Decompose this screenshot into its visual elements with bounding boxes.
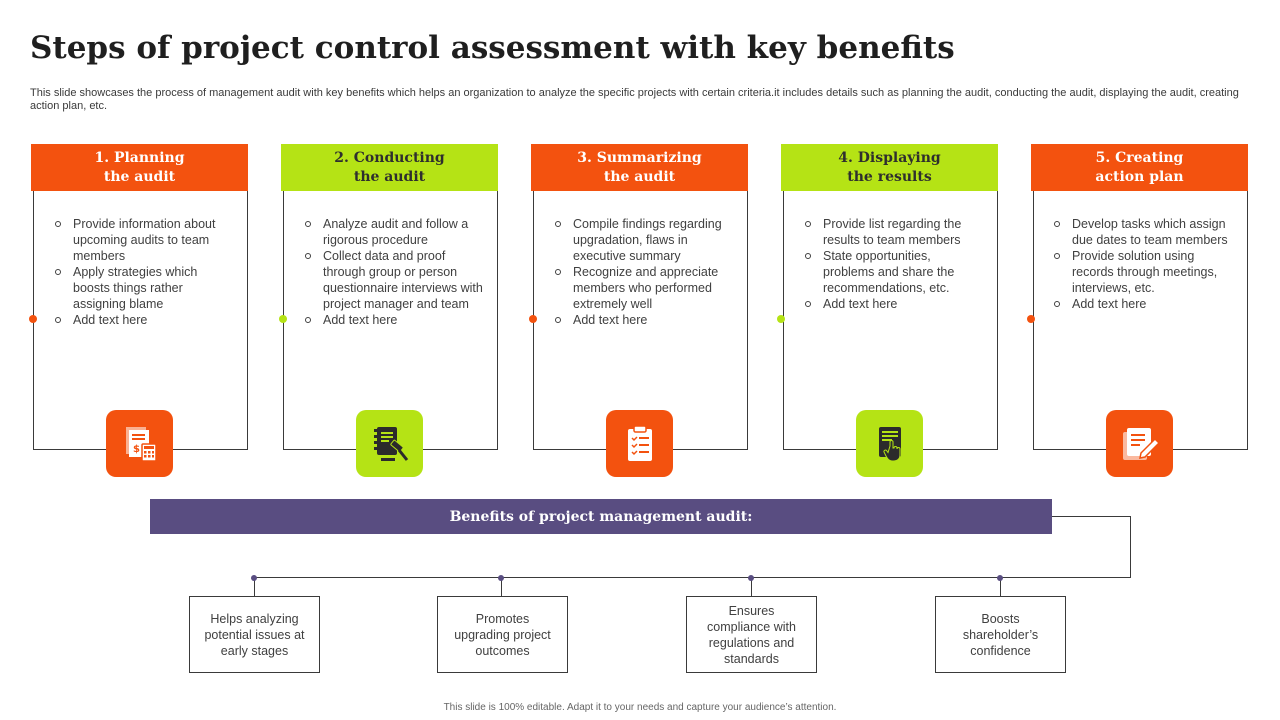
step-5-bullet: Provide solution using records through m… (1054, 248, 1232, 296)
step-5-bullets: Develop tasks which assign due dates to … (1054, 216, 1232, 312)
connector-dot (748, 575, 754, 581)
connector-line (1052, 516, 1131, 517)
step-4-heading: 4. Displaying the results (781, 144, 998, 191)
step-1-icon-tile: $ (106, 410, 173, 477)
benefit-text: Helps analyzing potential issues at earl… (204, 611, 305, 658)
page-subtitle: This slide showcases the process of mana… (30, 87, 1239, 112)
step-1-marker-dot (29, 315, 37, 323)
benefit-text: Boosts shareholder’s confidence (962, 611, 1039, 658)
step-4-bullet: Provide list regarding the results to te… (805, 216, 983, 248)
step-3-bullets: Compile findings regarding upgradation, … (555, 216, 733, 328)
page-title: Steps of project control assessment with… (30, 30, 955, 66)
step-1-bullets: Provide information about upcoming audit… (55, 216, 233, 328)
step-1-bullet: Provide information about upcoming audit… (55, 216, 233, 264)
benefit-text: Promotes upgrading project outcomes (454, 611, 551, 658)
step-3-heading: 3. Summarizing the audit (531, 144, 748, 191)
connector-line (254, 577, 255, 596)
step-2-marker-dot (279, 315, 287, 323)
step-3-marker-dot (529, 315, 537, 323)
step-4-bullet: Add text here (805, 296, 983, 312)
step-5-icon-tile (1106, 410, 1173, 477)
step-5-heading: 5. Creating action plan (1031, 144, 1248, 191)
benefits-heading: Benefits of project management audit: (449, 508, 753, 525)
step-2-bullet: Add text here (305, 312, 483, 328)
benefit-box-1: Helps analyzing potential issues at earl… (189, 596, 320, 673)
benefit-box-4: Boosts shareholder’s confidence (935, 596, 1066, 673)
step-3-icon-tile (606, 410, 673, 477)
step-5-bullet: Develop tasks which assign due dates to … (1054, 216, 1232, 248)
connector-dot (498, 575, 504, 581)
step-2-icon-tile (356, 410, 423, 477)
connector-dot (997, 575, 1003, 581)
svg-text:$: $ (133, 444, 140, 455)
connector-line (1130, 516, 1131, 578)
step-4-marker-dot (777, 315, 785, 323)
step-1-bullet: Apply strategies which boosts things rat… (55, 264, 233, 312)
step-1-heading: 1. Planning the audit (31, 144, 248, 191)
step-1-bullet: Add text here (55, 312, 233, 328)
footer-note: This slide is 100% editable. Adapt it to… (443, 702, 837, 713)
step-2-bullets: Analyze audit and follow a rigorous proc… (305, 216, 483, 328)
benefit-box-2: Promotes upgrading project outcomes (437, 596, 568, 673)
step-3-bullet: Compile findings regarding upgradation, … (555, 216, 733, 264)
benefit-text: Ensures compliance with regulations and … (707, 603, 796, 666)
step-5-bullet: Add text here (1054, 296, 1232, 312)
step-2-bullet: Collect data and proof through group or … (305, 248, 483, 312)
edit-document-icon (1122, 427, 1160, 460)
connector-line (254, 577, 1131, 578)
step-2-bullet: Analyze audit and follow a rigorous proc… (305, 216, 483, 248)
connector-line (501, 577, 502, 596)
step-4-bullets: Provide list regarding the results to te… (805, 216, 983, 312)
touchscreen-hand-icon (878, 426, 901, 461)
step-2-heading: 2. Conducting the audit (281, 144, 498, 191)
step-5-marker-dot (1027, 315, 1035, 323)
step-3-bullet: Recognize and appreciate members who per… (555, 264, 733, 312)
connector-line (751, 577, 752, 596)
step-4-icon-tile (856, 410, 923, 477)
book-gavel-icon (373, 426, 408, 461)
step-3-bullet: Add text here (555, 312, 733, 328)
clipboard-checklist-icon (627, 424, 652, 461)
step-4-bullet: State opportunities, problems and share … (805, 248, 983, 296)
benefits-heading-bar: Benefits of project management audit: (150, 499, 1052, 534)
document-calculator-icon: $ (125, 426, 157, 462)
benefit-box-3: Ensures compliance with regulations and … (686, 596, 817, 673)
connector-line (1000, 577, 1001, 596)
connector-dot (251, 575, 257, 581)
